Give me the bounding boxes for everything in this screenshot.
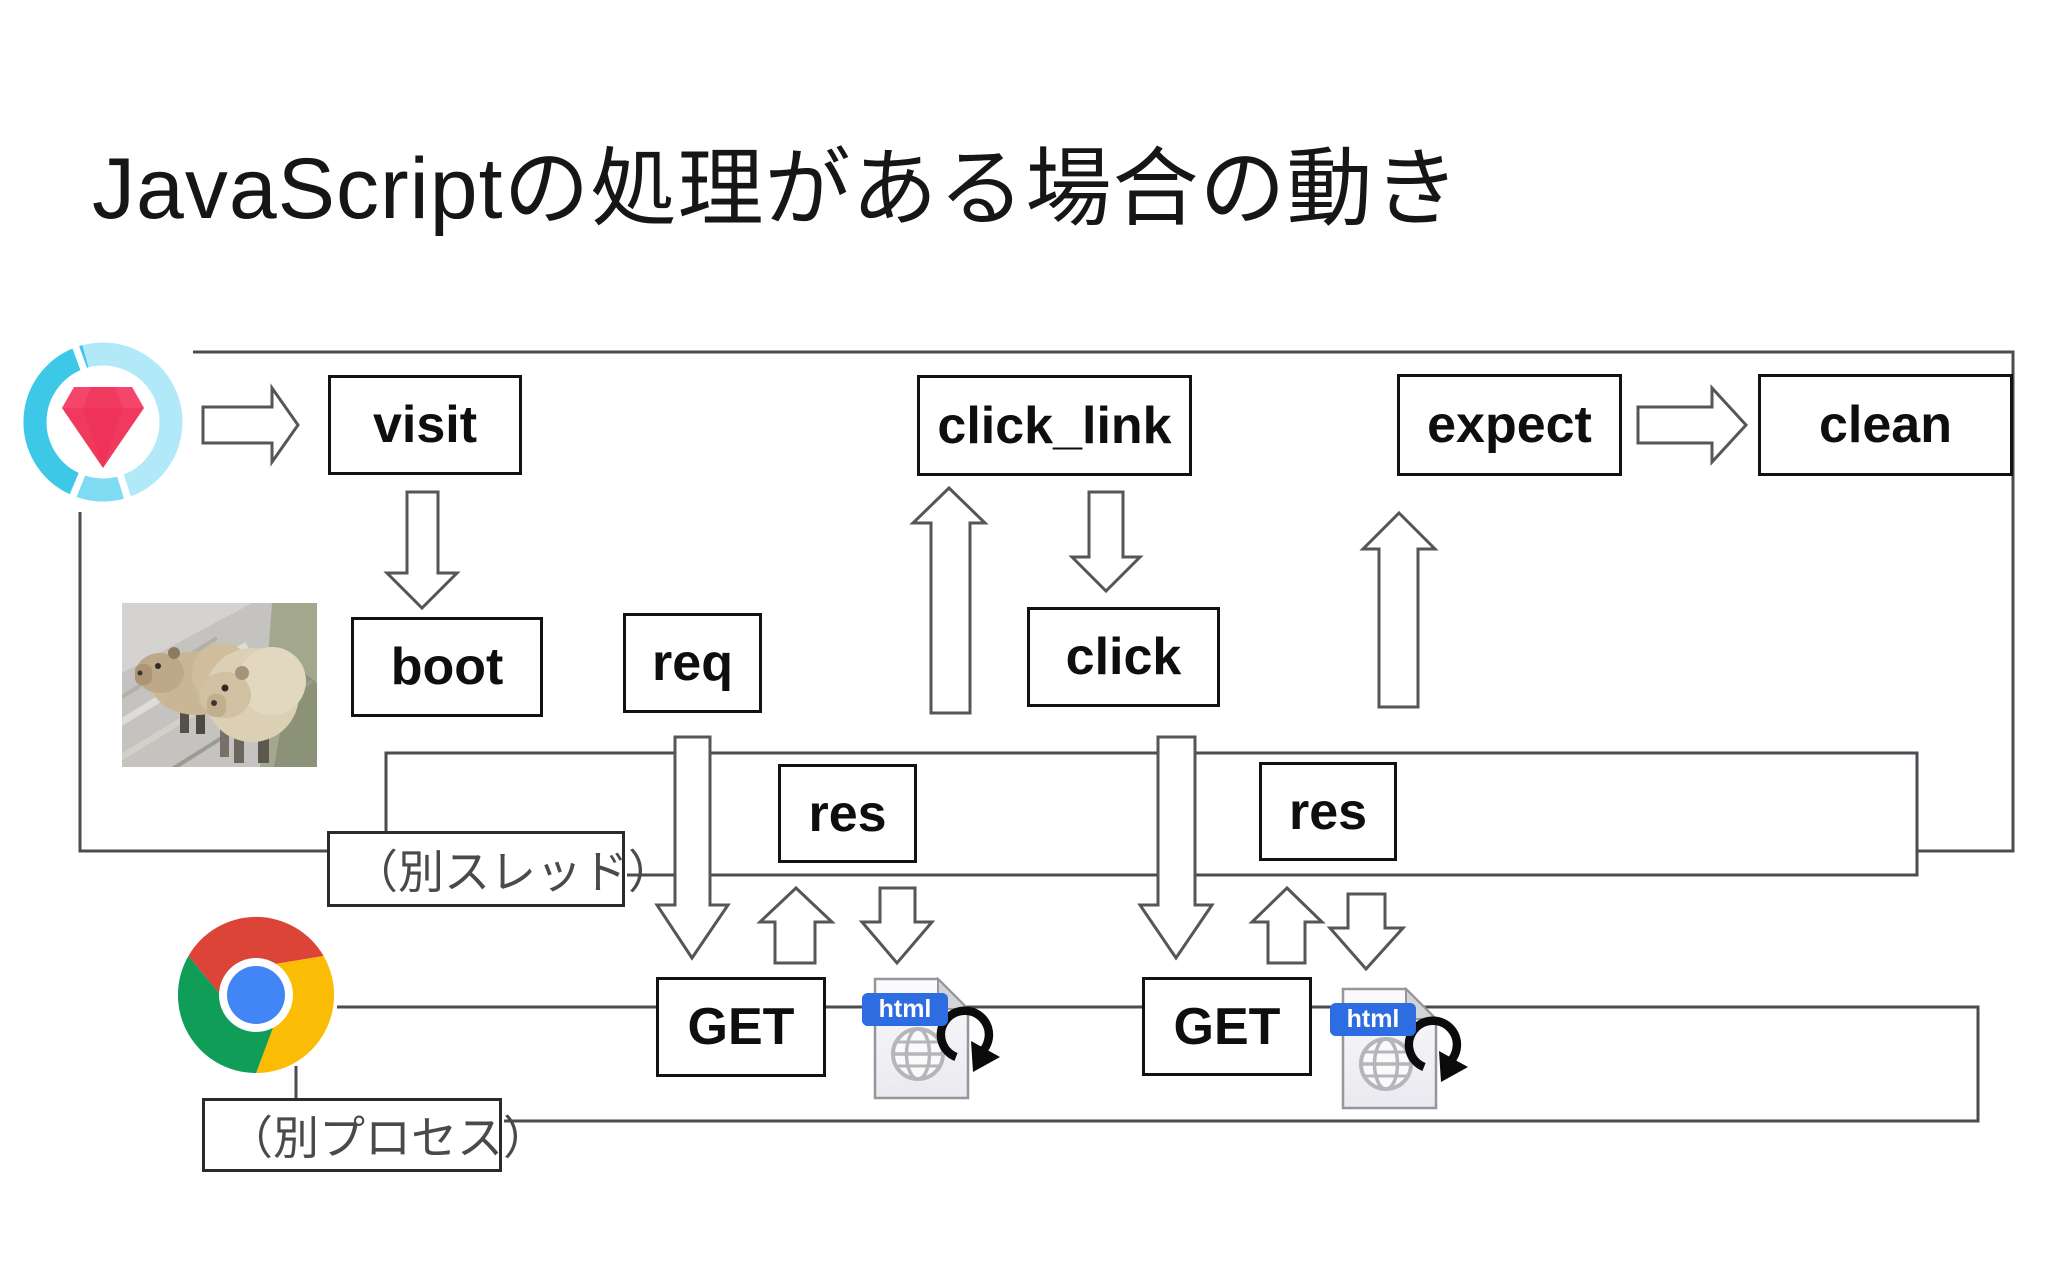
node-get-2: GET bbox=[1142, 977, 1312, 1076]
node-clean: clean bbox=[1758, 374, 2013, 476]
node-get-1: GET bbox=[656, 977, 826, 1077]
arrow-up-to-expect bbox=[1359, 510, 1439, 709]
html-badge-1: html bbox=[862, 993, 948, 1026]
chrome-icon bbox=[177, 916, 335, 1074]
arrow-up-to-res2 bbox=[1248, 885, 1326, 965]
node-res-1: res bbox=[778, 764, 917, 863]
node-res-2: res bbox=[1259, 762, 1397, 861]
page-title: JavaScriptの処理がある場合の動き bbox=[92, 141, 1461, 237]
html-badge-2: html bbox=[1330, 1003, 1416, 1036]
ruby-gem-cycle-icon bbox=[23, 336, 183, 509]
capybara-photo bbox=[122, 603, 317, 767]
arrow-click-to-get2 bbox=[1137, 735, 1215, 961]
arrow-req-to-get1 bbox=[654, 735, 731, 961]
arrow-up-to-res1 bbox=[756, 885, 836, 965]
flow-arrows bbox=[201, 383, 1749, 972]
process-lane-label: （別プロセス） bbox=[202, 1098, 549, 1172]
arrow-res2-to-html2 bbox=[1326, 892, 1407, 972]
arrow-clicklink-to-click bbox=[1068, 490, 1144, 594]
arrow-up-to-clicklink bbox=[909, 485, 989, 715]
node-boot: boot bbox=[351, 617, 543, 717]
node-req: req bbox=[623, 613, 762, 713]
arrow-expect-to-clean bbox=[1636, 384, 1749, 466]
arrow-visit-to-boot bbox=[383, 490, 461, 611]
arrow-res1-to-html1 bbox=[858, 886, 936, 966]
node-click-link: click_link bbox=[917, 375, 1192, 476]
main-loop-left-line bbox=[78, 512, 330, 853]
node-expect: expect bbox=[1397, 374, 1622, 476]
thread-lane-line bbox=[384, 751, 1919, 877]
main-loop-line bbox=[193, 350, 2015, 853]
arrow-logo-to-visit bbox=[201, 383, 300, 467]
thread-lane-label: （別スレッド） bbox=[327, 831, 674, 907]
node-click: click bbox=[1027, 607, 1220, 707]
node-visit: visit bbox=[328, 375, 522, 475]
